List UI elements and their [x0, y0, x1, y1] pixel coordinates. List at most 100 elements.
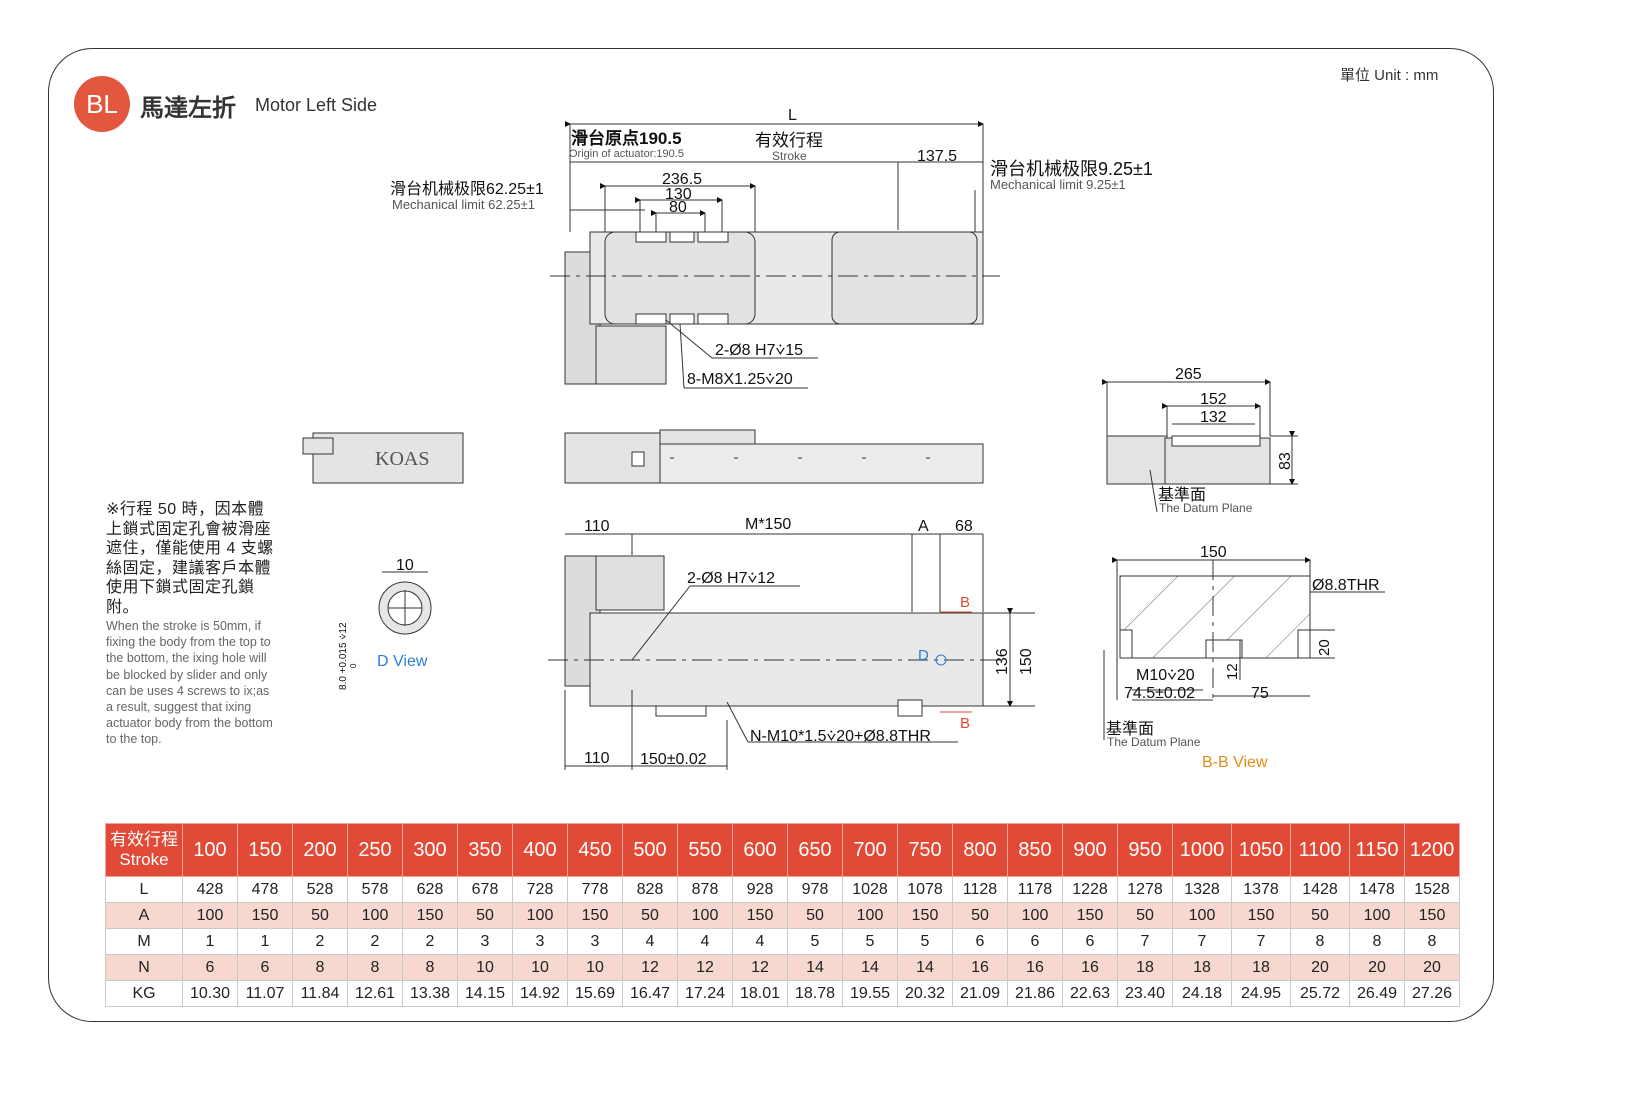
section-title-en: Motor Left Side [255, 95, 378, 115]
table-cell: 7 [1117, 928, 1173, 955]
table-cell: 50 [622, 902, 678, 929]
datum-zh: 基準面 [1158, 486, 1206, 504]
table-cell: 6 [952, 928, 1008, 955]
table-cell: 978 [787, 876, 843, 903]
bb-datum-zh: 基準面 [1106, 720, 1154, 738]
table-cell: 12.61 [347, 980, 403, 1007]
dim-74: 74.5±0.02 [1124, 685, 1195, 702]
stroke-header-cell: 1000 [1172, 823, 1232, 877]
table-cell: 16 [952, 954, 1008, 981]
table-cell: 528 [292, 876, 348, 903]
table-cell: 18 [1231, 954, 1291, 981]
dim-265: 265 [1175, 366, 1202, 383]
table-cell: 14 [787, 954, 843, 981]
bb-view-label: B-B View [1202, 754, 1268, 771]
stroke-header-cell: 100 [182, 823, 238, 877]
table-cell: 10 [512, 954, 568, 981]
table-cell: 3 [457, 928, 513, 955]
table-cell: 50 [787, 902, 843, 929]
row-label: A [105, 902, 183, 929]
stroke-header-cell: 300 [402, 823, 458, 877]
stroke-header-cell: 700 [842, 823, 898, 877]
dim-80: 80 [669, 199, 687, 216]
table-cell: 4 [732, 928, 788, 955]
stroke-header-cell: 800 [952, 823, 1008, 877]
table-cell: 12 [732, 954, 788, 981]
table-cell: 10 [567, 954, 623, 981]
table-cell: 1028 [842, 876, 898, 903]
table-cell: 1428 [1290, 876, 1350, 903]
table-cell: 628 [402, 876, 458, 903]
table-cell: 100 [512, 902, 568, 929]
dim-152: 152 [1200, 391, 1227, 408]
table-cell: 17.24 [677, 980, 733, 1007]
table-cell: 150 [237, 902, 293, 929]
table-cell: 2 [347, 928, 403, 955]
table-cell: 100 [842, 902, 898, 929]
table-cell: 728 [512, 876, 568, 903]
row-label: KG [105, 980, 183, 1007]
table-cell: 150 [897, 902, 953, 929]
bb-view [1103, 557, 1385, 740]
stroke-note: ※行程 50 時，因本體上鎖式固定孔會被滑座遮住，僅能使用 4 支螺絲固定，建議… [106, 500, 274, 748]
dim-110-bottom: 110 [584, 750, 610, 767]
dim-10: 10 [396, 557, 414, 574]
table-cell: 50 [457, 902, 513, 929]
table-cell: 4 [622, 928, 678, 955]
table-cell: 3 [567, 928, 623, 955]
table-cell: 10 [457, 954, 513, 981]
dim-bb-150: 150 [1200, 544, 1227, 561]
table-cell: 24.95 [1231, 980, 1291, 1007]
header-zh: 有效行程 [110, 830, 178, 849]
dim-20: 20 [1316, 639, 1333, 656]
table-cell: 100 [1172, 902, 1232, 929]
table-cell: 150 [732, 902, 788, 929]
table-cell: 878 [677, 876, 733, 903]
table-cell: 20 [1404, 954, 1460, 981]
table-cell: 22.63 [1062, 980, 1118, 1007]
table-cell: 1528 [1404, 876, 1460, 903]
table-cell: 21.86 [1007, 980, 1063, 1007]
thr-callout: Ø8.8THR [1312, 577, 1380, 594]
table-cell: 50 [1117, 902, 1173, 929]
table-cell: 1278 [1117, 876, 1173, 903]
table-cell: 20 [1349, 954, 1405, 981]
table-cell: 6 [1062, 928, 1118, 955]
hole-callout-2: 8-M8X1.25⩒20 [687, 371, 793, 388]
table-cell: 5 [787, 928, 843, 955]
section-title-zh: 馬達左折 [140, 95, 236, 122]
origin-zh: 滑台原点190.5 [571, 128, 682, 148]
bottom-view [548, 533, 1035, 770]
page-frame [48, 48, 1494, 1022]
table-cell: 14.92 [512, 980, 568, 1007]
table-cell: 15.69 [567, 980, 623, 1007]
table-cell: 23.40 [1117, 980, 1173, 1007]
mech-right-en: Mechanical limit 9.25±1 [990, 177, 1126, 192]
table-cell: 16 [1062, 954, 1118, 981]
table-cell: 100 [347, 902, 403, 929]
section-marker-b-bottom: B [960, 715, 970, 732]
table-cell: 928 [732, 876, 788, 903]
table-cell: 8 [292, 954, 348, 981]
bottom-view-labels: 110 M*150 A 68 2-Ø8 H7⩒12 B B D 136 150 … [584, 516, 1035, 768]
table-cell: 1 [237, 928, 293, 955]
bb-datum-en: The Datum Plane [1107, 735, 1201, 749]
table-cell: 8 [402, 954, 458, 981]
dim-75: 75 [1251, 685, 1269, 702]
side-view [302, 429, 984, 484]
table-cell: 150 [1231, 902, 1291, 929]
table-cell: 50 [1290, 902, 1350, 929]
end-view-labels: 265 152 132 83 基準面 The Datum Plane [1158, 366, 1294, 515]
dim-L: L [788, 107, 797, 124]
table-cell: 5 [897, 928, 953, 955]
top-view [550, 121, 1000, 389]
table-cell: 2 [402, 928, 458, 955]
stroke-header-cell: 150 [237, 823, 293, 877]
dim-110-top: 110 [584, 518, 610, 535]
